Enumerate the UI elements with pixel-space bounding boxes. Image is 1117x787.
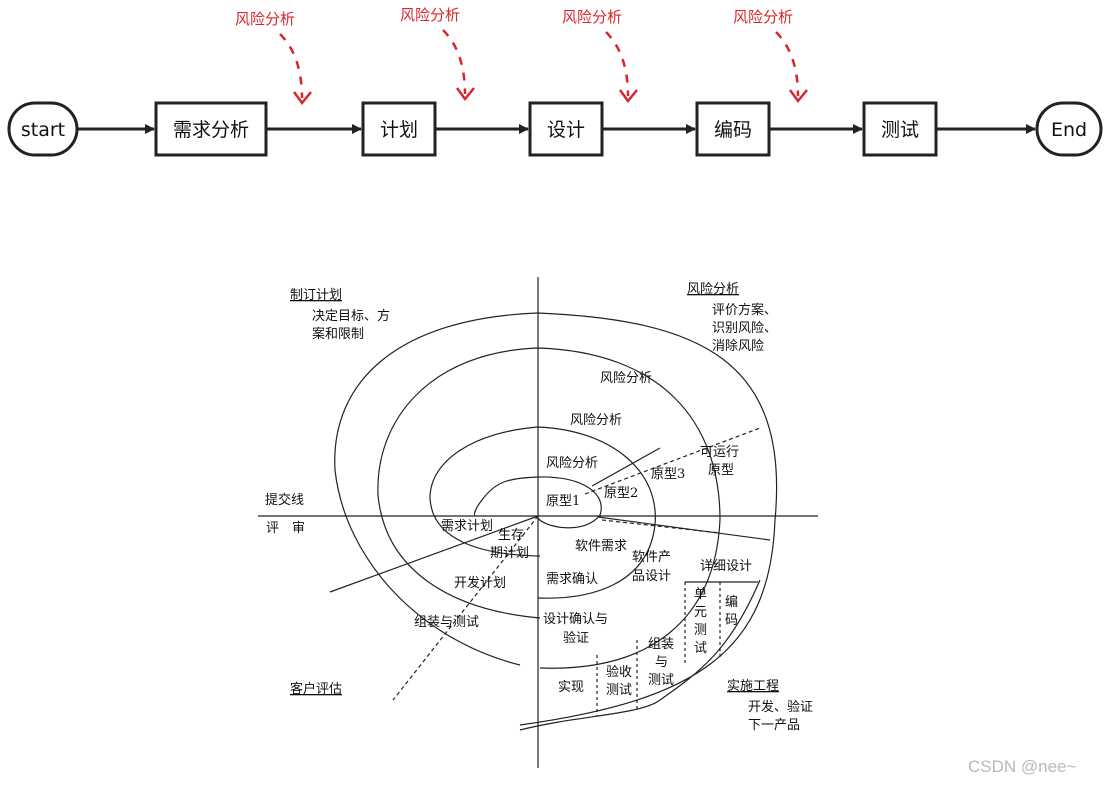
assemble-test-v: 测试 (648, 673, 674, 688)
risk-analysis-inner: 风险分析 (546, 456, 598, 471)
unit-test: 元 (694, 605, 707, 620)
detail-design: 详细设计 (700, 559, 752, 574)
risk-arrow (605, 31, 630, 97)
spiral-loop-2 (429, 426, 656, 599)
risk-arrow (279, 33, 304, 99)
end-node (1035, 101, 1103, 157)
implement-label: 实现 (558, 680, 584, 695)
risk-label: 风险分析 (235, 10, 295, 28)
dev-plan: 开发计划 (454, 575, 506, 591)
ray-dashed (601, 519, 721, 534)
risk-arrow-head (618, 89, 638, 104)
req-confirm: 需求确认 (546, 572, 598, 587)
design-confirm: 设计确认与 (543, 612, 608, 627)
lifecycle-plan: 期计划 (490, 546, 529, 561)
risk-arrow-head (292, 91, 312, 106)
review-label: 评 审 (266, 521, 305, 536)
unit-test: 单 (694, 587, 707, 602)
stage-coding-label: 编码 (714, 119, 752, 141)
sw-product-design: 品设计 (632, 569, 671, 584)
design-confirm: 验证 (563, 630, 589, 646)
risk-desc: 消除风险 (712, 339, 764, 354)
runnable-prototype: 原型 (708, 463, 734, 478)
implement-title: 实施工程 (727, 679, 779, 694)
stage-testing-label: 测试 (881, 119, 919, 141)
ray-solid (591, 447, 661, 487)
coding: 码 (725, 613, 738, 628)
watermark: CSDN @nee~ (968, 757, 1077, 776)
sw-req: 软件需求 (575, 539, 627, 554)
risk-arrow-head (788, 89, 808, 104)
stage-design-label: 设计 (547, 119, 585, 141)
ray-dashed (584, 427, 761, 495)
start-label: start (21, 119, 65, 141)
risk-label: 风险分析 (562, 8, 622, 26)
coding: 编 (725, 595, 738, 610)
risk-arrow (442, 29, 467, 95)
implement-curve (519, 579, 761, 731)
spiral-labels: 制订计划 决定目标、方 案和限制 风险分析 评价方案、 识别风险、 消除风险 提… (265, 282, 813, 733)
risk-analysis-outer: 风险分析 (600, 371, 652, 386)
stage-requirements-label: 需求分析 (173, 119, 249, 141)
spiral-model (258, 277, 818, 768)
assemble-test-v: 组装 (648, 637, 674, 652)
unit-test: 试 (694, 641, 707, 656)
sw-product-design: 软件产 (632, 550, 671, 565)
assemble-test: 组装与测试 (414, 615, 479, 630)
stage-requirements (154, 101, 268, 157)
ray-solid (329, 515, 539, 593)
prototype-1: 原型1 (546, 494, 580, 509)
plan-title: 制订计划 (290, 288, 342, 303)
risk-label: 风险分析 (400, 6, 460, 24)
risk-title: 风险分析 (687, 282, 739, 297)
assemble-test-v: 与 (655, 655, 668, 670)
req-plan: 需求计划 (441, 519, 493, 534)
end-label: End (1051, 119, 1087, 141)
waterfall-flow: start 需求分析 计划 设计 编码 测试 End (7, 101, 1103, 157)
risk-analysis-mid: 风险分析 (570, 413, 622, 428)
risk-desc: 识别风险、 (712, 321, 777, 336)
prototype-3: 原型3 (651, 467, 685, 482)
risk-desc: 评价方案、 (712, 302, 777, 318)
implement-desc: 开发、验证 (748, 699, 813, 715)
risk-arrow-head (455, 87, 475, 102)
acceptance-test: 验收 (606, 664, 632, 680)
spiral-loop-outer (334, 312, 778, 726)
risk-label: 风险分析 (733, 8, 793, 26)
lifecycle-plan: 生存 (498, 528, 524, 543)
plan-desc: 案和限制 (312, 327, 364, 342)
stage-plan-label: 计划 (380, 119, 418, 141)
spiral-loop-3 (377, 347, 721, 669)
implement-desc: 下一产品 (748, 718, 800, 733)
customer-eval-label: 客户评估 (290, 681, 342, 697)
plan-desc: 决定目标、方 (312, 308, 390, 324)
prototype-2: 原型2 (604, 486, 638, 501)
stage-coding (695, 101, 771, 157)
unit-test: 测 (694, 623, 707, 638)
runnable-prototype: 可运行 (700, 445, 739, 460)
risk-annotations: 风险分析 风险分析 风险分析 风险分析 (235, 6, 808, 106)
risk-arrow (775, 31, 800, 97)
spiral-loop-1 (473, 476, 602, 529)
region-divider (597, 516, 771, 541)
acceptance-test: 测试 (606, 683, 632, 698)
commit-line-label: 提交线 (265, 492, 304, 508)
